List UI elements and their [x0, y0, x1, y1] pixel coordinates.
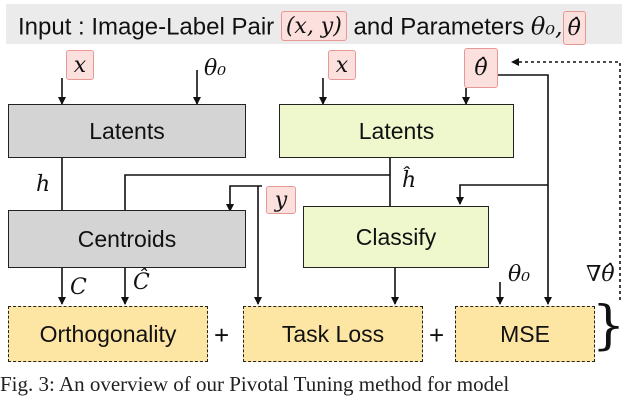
header-prefix: Input : Image-Label Pair [18, 13, 281, 41]
header-pair-tag: (x, y) [280, 11, 347, 41]
header-text: Input : Image-Label Pair (x, y) and Para… [18, 11, 586, 45]
latents-right-box: Latents [279, 104, 514, 158]
x-input-right-tag: x [328, 50, 356, 80]
h-hat-label: ĥ [402, 168, 417, 193]
sum-brace: } [592, 296, 626, 356]
theta0-mse-label: θ₀ [508, 262, 531, 287]
y-label-tag: y [266, 186, 296, 214]
theta0-input-label: θ₀ [204, 56, 227, 81]
arrow-theta-hat-to-classify [456, 184, 548, 205]
orthogonality-loss-box: Orthogonality [8, 306, 208, 362]
input-header: Input : Image-Label Pair (x, y) and Para… [6, 4, 622, 45]
gradient-label: ∇θ̂ [586, 262, 615, 287]
line-h-hat-to-centroids [124, 174, 390, 210]
classify-box: Classify [303, 206, 489, 268]
task-loss-box: Task Loss [243, 306, 423, 362]
header-middle: and Parameters [346, 13, 531, 41]
theta-hat-input-tag: θ̂ [464, 48, 498, 88]
arrow-theta-hat-to-mse [478, 74, 552, 305]
arrow-gradient-feedback [511, 58, 621, 300]
mse-loss-box: MSE [455, 306, 595, 362]
C-hat-label: Ĉ [133, 270, 150, 295]
arrow-y-to-centroids [226, 185, 262, 212]
figure-caption: Fig. 3: An overview of our Pivotal Tunin… [0, 372, 510, 396]
header-theta-hat-tag: θ̂ [562, 11, 586, 45]
h-label: h [36, 172, 51, 197]
latents-left-box: Latents [8, 104, 246, 158]
plus-operator-2: + [429, 320, 445, 350]
plus-operator-1: + [214, 320, 230, 350]
x-input-left-tag: x [66, 50, 94, 80]
header-theta0: θ₀, [530, 12, 563, 41]
C-label: C [70, 275, 87, 300]
centroids-box: Centroids [8, 210, 246, 268]
